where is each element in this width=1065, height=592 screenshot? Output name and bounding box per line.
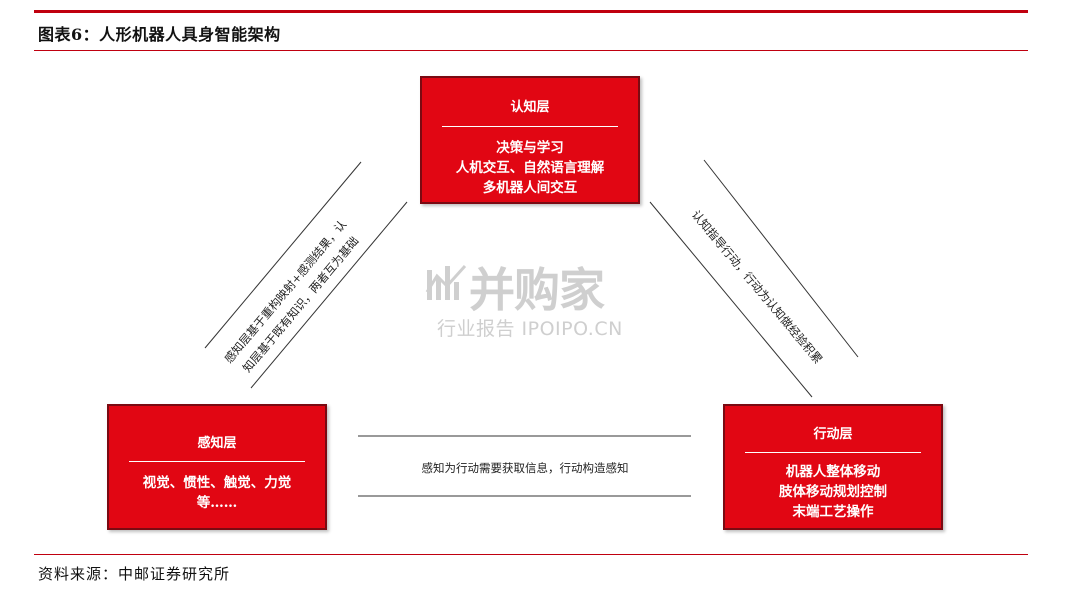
top-rule [34, 10, 1028, 13]
perception-layer-line: 视觉、惯性、触觉、力觉 [142, 475, 292, 491]
action-layer-divider [745, 452, 921, 453]
watermark-subtext: 行业报告 IPOIPO.CN [437, 318, 623, 340]
cognition-layer-title: 认知层 [510, 100, 550, 115]
watermark-text: 并购家 [469, 263, 605, 317]
action-layer-line: 机器人整体移动 [785, 464, 881, 480]
left-edge-line-upper [204, 161, 362, 349]
right-edge-line-upper [703, 159, 859, 358]
action-layer-title: 行动层 [813, 427, 853, 442]
cognition-layer-line: 人机交互、自然语言理解 [455, 160, 605, 176]
right-edge-line-lower [649, 201, 813, 398]
cognition-layer-line: 决策与学习 [496, 140, 564, 156]
left-edge-line-lower [250, 201, 408, 389]
action-layer-line: 末端工艺操作 [792, 504, 874, 520]
bottom-rule [34, 554, 1028, 555]
perception-layer-divider [129, 461, 305, 462]
watermark-logo-icon [425, 264, 467, 300]
perception-action-relation-text: 感知为行动需要获取信息，行动构造感知 [421, 461, 629, 475]
cognition-layer-box: 认知层 决策与学习 人机交互、自然语言理解 多机器人间交互 [420, 76, 640, 204]
figure-title: 图表6：人形机器人具身智能架构 [38, 25, 281, 44]
perception-layer-title: 感知层 [197, 436, 237, 451]
perception-layer-line: 等…… [196, 495, 238, 511]
cognition-layer-line: 多机器人间交互 [482, 180, 578, 196]
perception-layer-box: 感知层 视觉、惯性、触觉、力觉 等…… [107, 404, 327, 530]
title-rule [34, 50, 1028, 51]
action-layer-line: 肢体移动规划控制 [779, 484, 887, 500]
action-layer-box: 行动层 机器人整体移动 肢体移动规划控制 末端工艺操作 [723, 404, 943, 530]
source-note: 资料来源：中邮证券研究所 [38, 565, 231, 583]
cognition-layer-divider [442, 126, 618, 127]
